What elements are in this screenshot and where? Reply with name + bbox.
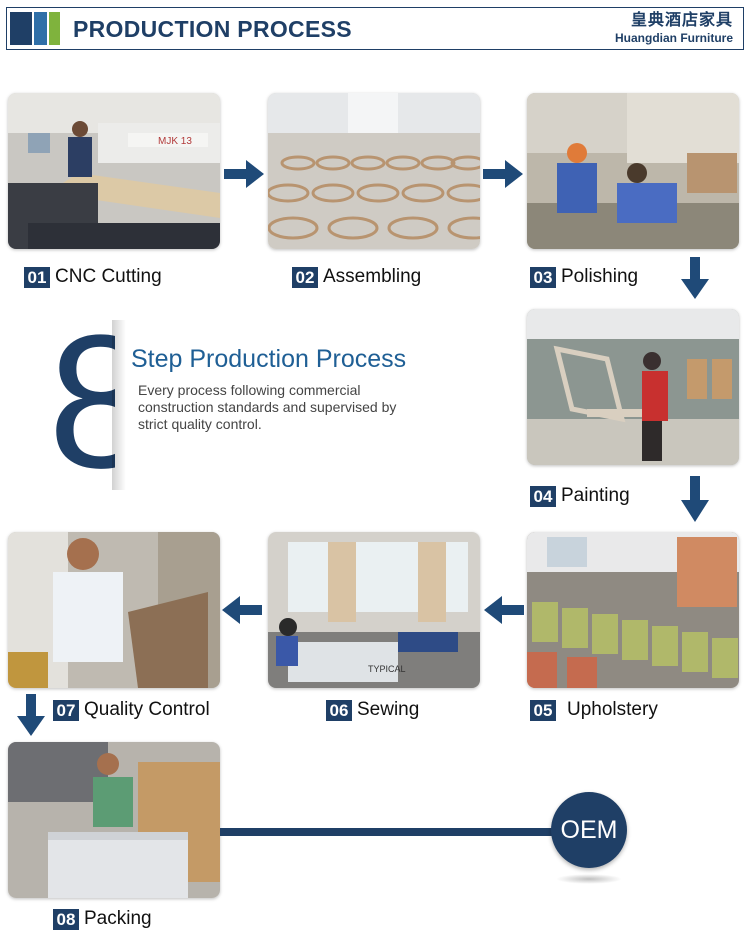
oem-badge-shadow: [556, 874, 622, 884]
step-name: Sewing: [357, 699, 420, 720]
arrow-down-icon: [681, 257, 709, 299]
step-name: Polishing: [561, 266, 639, 287]
step-number: 08: [53, 908, 79, 930]
intro-title: Step Production Process: [131, 345, 407, 373]
upholstered-chairs-photo: [527, 532, 739, 688]
step-label-packing: 08 Packing: [53, 908, 152, 930]
brand-logo: 皇典酒店家具 Huangdian Furniture: [615, 11, 733, 45]
step-label-quality-control: 07 Quality Control: [53, 699, 210, 721]
step-number: 03: [530, 266, 556, 288]
step-name: CNC Cutting: [55, 266, 162, 287]
step-number: 04: [530, 485, 556, 507]
step-label-painting: 04 Painting: [530, 485, 630, 507]
step-number: 05: [530, 699, 556, 721]
arrow-right-icon: [483, 160, 523, 188]
arrow-right-icon: [224, 160, 264, 188]
step-label-polishing: 03 Polishing: [530, 266, 638, 288]
arrow-down-icon: [17, 694, 45, 736]
oem-badge: OEM: [551, 792, 627, 868]
arrow-left-icon: [222, 596, 262, 624]
workers-polishing-photo: [527, 93, 739, 249]
step-label-assembling: 02 Assembling: [292, 266, 421, 288]
arrow-down-icon: [681, 476, 709, 522]
intro-description: Every process following commercial const…: [138, 382, 397, 432]
step-name: Assembling: [323, 266, 422, 287]
brand-name-en: Huangdian Furniture: [615, 31, 733, 45]
step-label-upholstery: 05 Upholstery: [530, 699, 658, 721]
cnc-machine-photo: MJK 13: [8, 93, 220, 249]
header-color-bars: [10, 12, 62, 45]
step-label-cnc-cutting: 01 CNC Cutting: [24, 266, 162, 288]
step-number: 06: [326, 699, 352, 721]
sewing-workshop-photo: TYPICAL: [268, 532, 480, 688]
brand-name-cn: 皇典酒店家具: [630, 12, 733, 29]
svg-text:MJK 13: MJK 13: [158, 136, 192, 147]
spray-painting-photo: [527, 309, 739, 465]
worker-packing-photo: [8, 742, 220, 898]
step-label-sewing: 06 Sewing: [326, 699, 419, 721]
step-name: Upholstery: [567, 699, 658, 720]
number-cutoff-mask: [115, 318, 195, 493]
oem-connector-line: [220, 828, 560, 836]
step-name: Painting: [561, 485, 630, 506]
chair-frames-photo: [268, 93, 480, 249]
worker-inspecting-photo: [8, 532, 220, 688]
step-number: 02: [292, 266, 318, 288]
step-name: Packing: [84, 908, 152, 929]
arrow-left-icon: [484, 596, 524, 624]
page-title: PRODUCTION PROCESS: [73, 16, 352, 42]
step-name: Quality Control: [84, 699, 210, 720]
step-number: 01: [24, 266, 50, 288]
number-shadow: [112, 320, 132, 490]
step-number: 07: [53, 699, 79, 721]
svg-text:TYPICAL: TYPICAL: [368, 664, 406, 674]
header-banner: PRODUCTION PROCESS 皇典酒店家具 Huangdian Furn…: [6, 7, 744, 50]
